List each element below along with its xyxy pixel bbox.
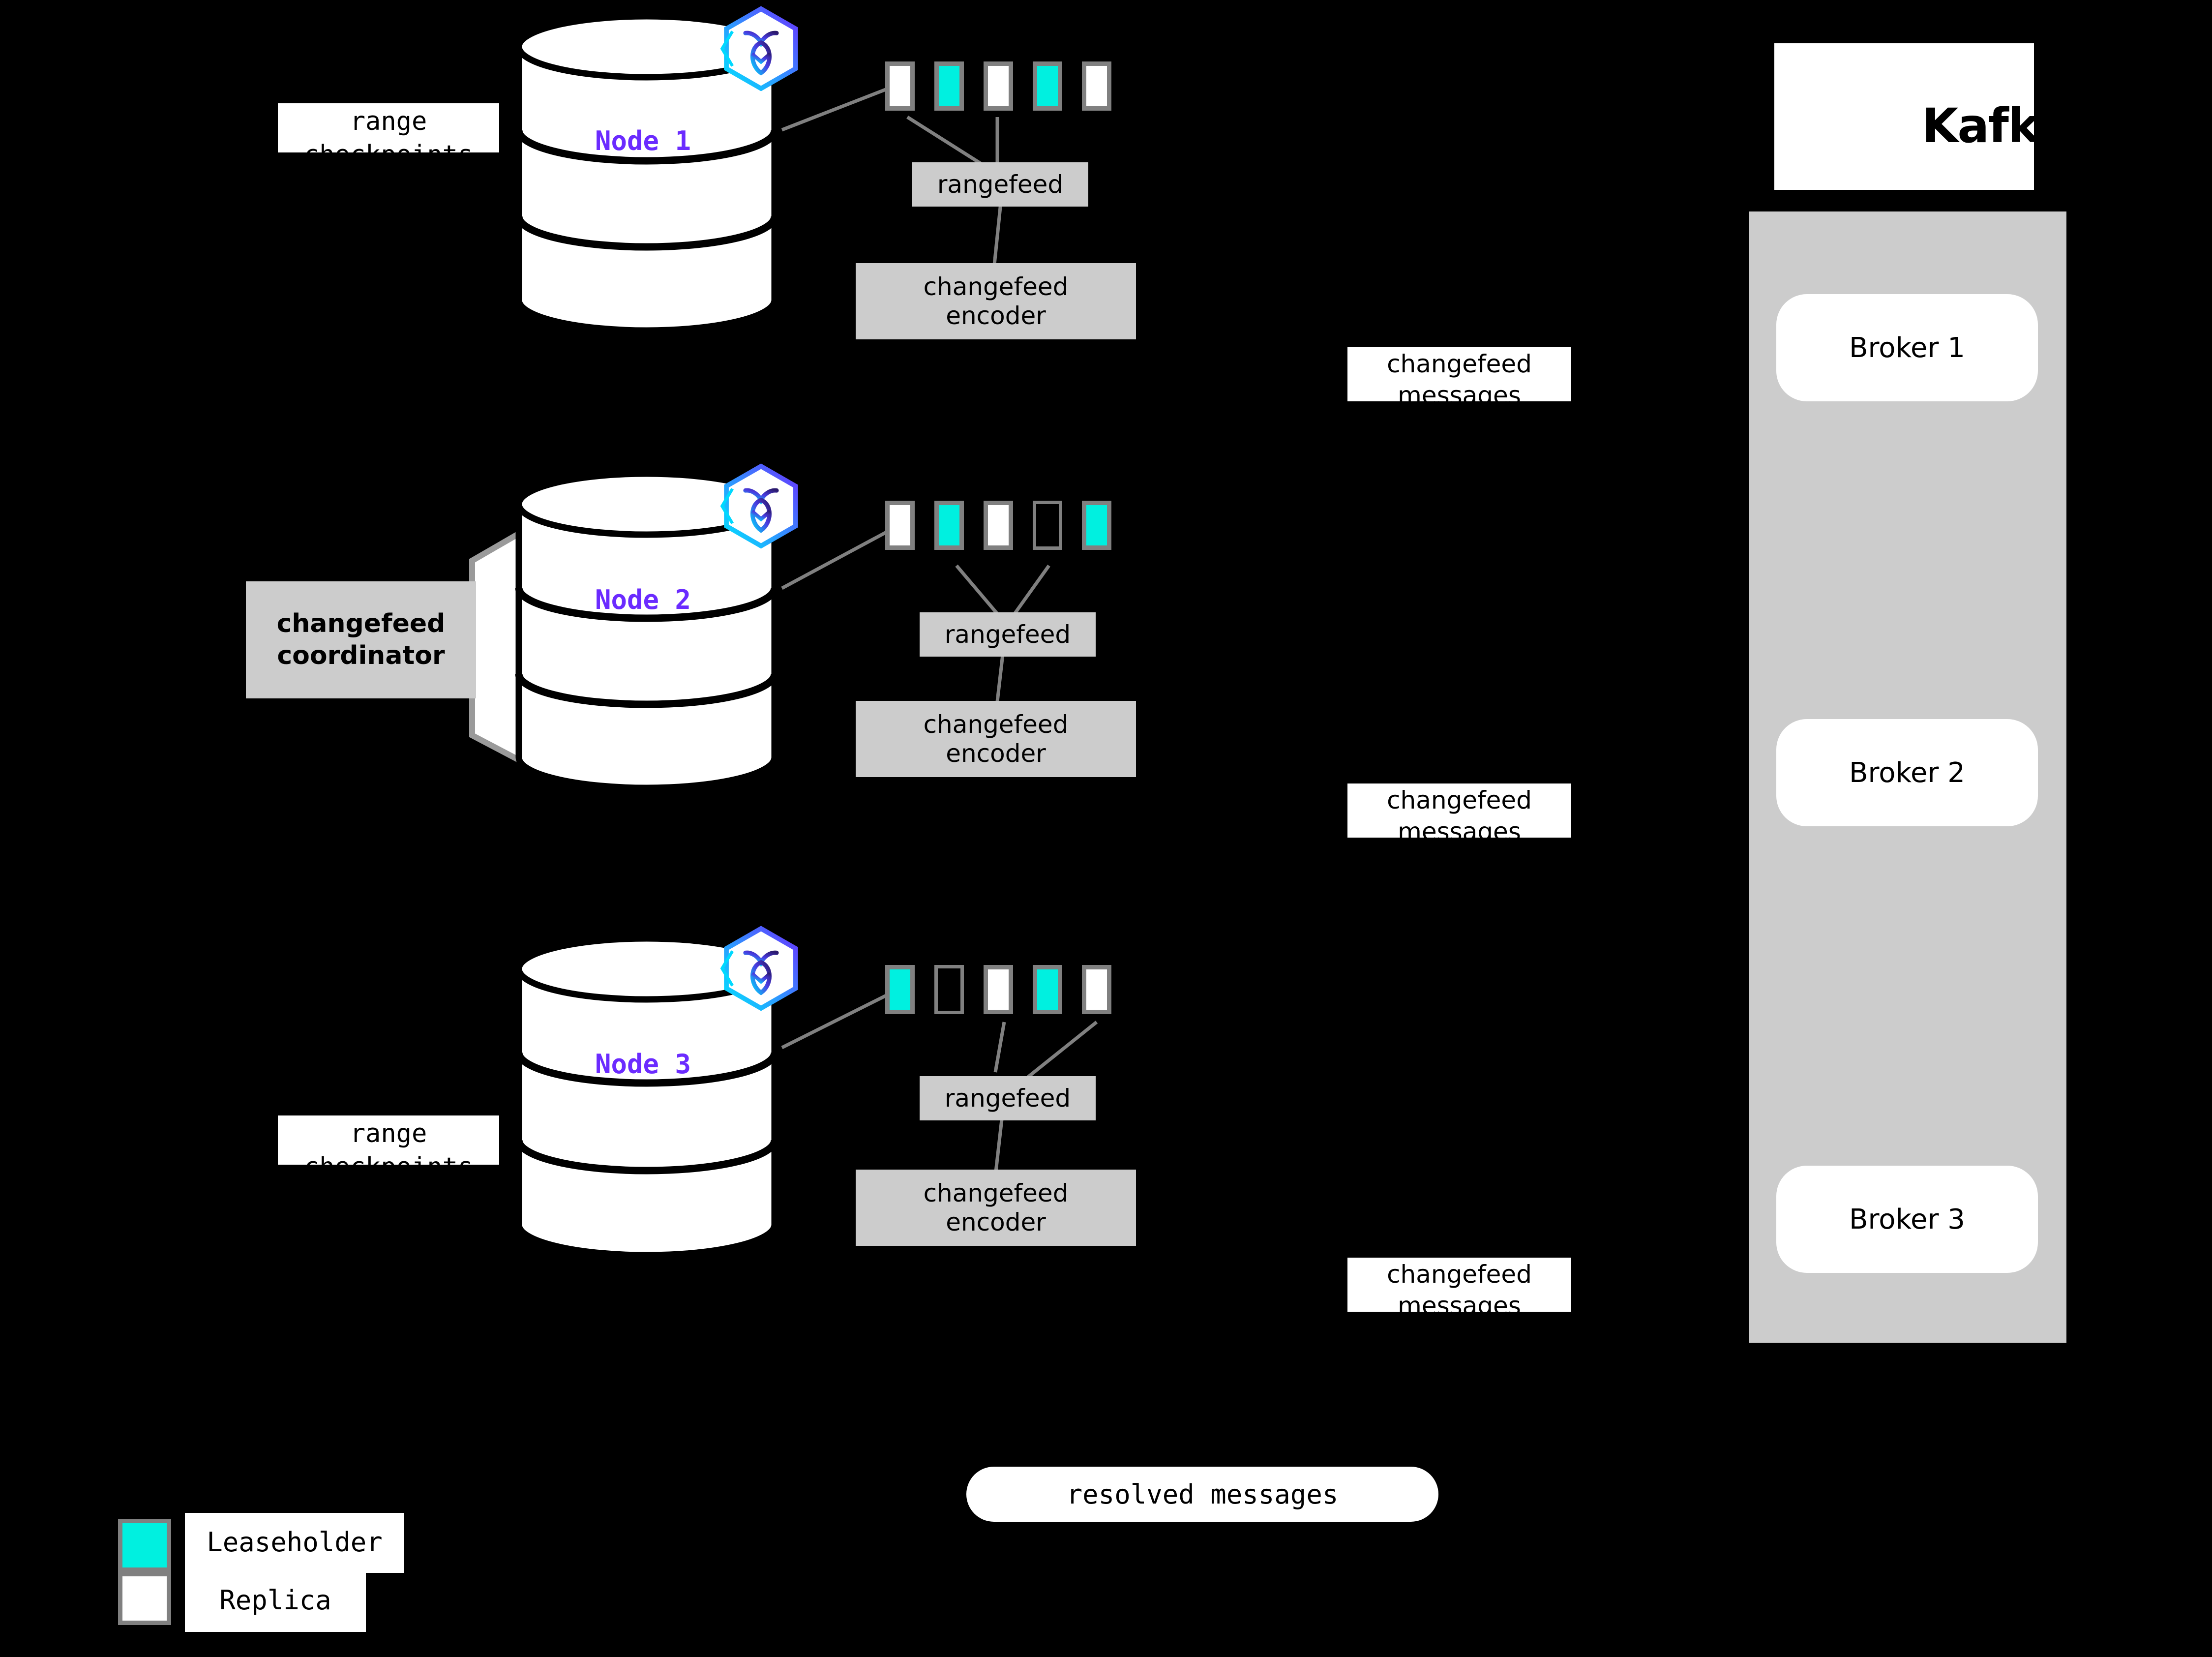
- leaseholder-box[interactable]: [1082, 501, 1111, 550]
- replica-box[interactable]: [984, 965, 1013, 1014]
- coordinator-line-1: changefeed: [276, 609, 446, 638]
- legend-replica-plate: [185, 1573, 366, 1632]
- node-2-rangefeed-box[interactable]: rangefeed: [920, 612, 1096, 657]
- leaseholder-box[interactable]: [1033, 61, 1062, 111]
- coordinator-wedge: [469, 528, 522, 765]
- kafka-logo-text: Kafka: [1922, 98, 2070, 153]
- leaseholder-box[interactable]: [934, 501, 964, 550]
- kafka-panel-arrow-icon: [2062, 338, 2089, 357]
- range-checkpoints-line-1: range: [350, 107, 427, 136]
- node-1-cockroachdb-hexagon-icon: [720, 6, 798, 91]
- leaseholder-box[interactable]: [885, 965, 915, 1014]
- changefeed-messages-label-2: changefeed messages: [1347, 783, 1571, 846]
- kafka-logo-box: Kafka: [1774, 43, 2070, 190]
- legend-leaseholder-swatch: [118, 1519, 171, 1572]
- node-2-cockroachdb-hexagon-icon: [720, 463, 798, 549]
- node-1-label: Node 1: [595, 125, 691, 156]
- leaseholder-box[interactable]: [934, 61, 964, 111]
- legend-replica-label: Replica: [219, 1585, 331, 1616]
- changefeed-messages-line-2: messages: [1398, 1292, 1521, 1320]
- encoder-line-1: changefeed: [923, 272, 1069, 301]
- node-3-changefeed-encoder-box[interactable]: changefeed encoder: [856, 1170, 1136, 1246]
- encoder-line-1: changefeed: [923, 710, 1069, 739]
- encoder-line-2: encoder: [946, 1207, 1046, 1236]
- empty-replica-box[interactable]: [1033, 501, 1062, 550]
- legend-leaseholder-plate: [185, 1513, 404, 1573]
- changefeed-messages-label-3: changefeed messages: [1347, 1258, 1571, 1320]
- encoder-line-2: encoder: [946, 739, 1046, 768]
- node-3-cockroachdb-hexagon-icon: [720, 926, 798, 1011]
- node-2-changefeed-encoder-box[interactable]: changefeed encoder: [856, 701, 1136, 777]
- node-2-cylinder: [469, 470, 778, 791]
- broker-2-box[interactable]: Broker 2: [1776, 719, 2038, 826]
- leaseholder-box[interactable]: [1033, 965, 1062, 1014]
- node-2-label: Node 2: [595, 584, 691, 615]
- changefeed-messages-line-1: changefeed: [1387, 786, 1532, 814]
- encoder-line-2: encoder: [946, 301, 1046, 330]
- node-1-cylinder: [515, 13, 778, 334]
- node-3-range-checkpoints-label: range checkpoints: [278, 1115, 499, 1182]
- replica-box[interactable]: [984, 61, 1013, 111]
- replica-box[interactable]: [984, 501, 1013, 550]
- changefeed-messages-line-1: changefeed: [1387, 350, 1532, 378]
- range-checkpoints-line-2: checkpoints: [303, 140, 474, 170]
- node-1-changefeed-encoder-box[interactable]: changefeed encoder: [856, 263, 1136, 339]
- coordinator-line-2: coordinator: [277, 641, 445, 670]
- legend-replica-swatch: [118, 1572, 171, 1625]
- empty-replica-box[interactable]: [934, 965, 964, 1014]
- replica-box[interactable]: [885, 501, 915, 550]
- node-1-range-checkpoints-label: range checkpoints: [278, 103, 499, 170]
- changefeed-messages-label-1: changefeed messages: [1347, 347, 1571, 410]
- node-3-rangefeed-box[interactable]: rangefeed: [920, 1076, 1096, 1120]
- encoder-line-1: changefeed: [923, 1178, 1069, 1207]
- node-1-connectors: [781, 87, 1003, 265]
- replica-box[interactable]: [1082, 965, 1111, 1014]
- broker-3-box[interactable]: Broker 3: [1776, 1166, 2038, 1273]
- replica-box[interactable]: [885, 61, 915, 111]
- range-checkpoints-line-2: checkpoints: [303, 1152, 474, 1182]
- node-1-rangefeed-box[interactable]: rangefeed: [912, 162, 1088, 207]
- changefeed-messages-line-2: messages: [1398, 381, 1521, 410]
- broker-1-box[interactable]: Broker 1: [1776, 294, 2038, 401]
- resolved-messages-pill[interactable]: resolved messages: [966, 1467, 1438, 1522]
- changefeed-coordinator-box[interactable]: changefeed coordinator: [246, 581, 476, 698]
- node-3-label: Node 3: [595, 1049, 691, 1080]
- changefeed-messages-line-1: changefeed: [1387, 1260, 1532, 1289]
- replica-box[interactable]: [1082, 61, 1111, 111]
- legend-leaseholder-label: Leaseholder: [207, 1527, 383, 1558]
- range-checkpoints-line-1: range: [350, 1119, 427, 1148]
- changefeed-messages-line-2: messages: [1398, 817, 1521, 846]
